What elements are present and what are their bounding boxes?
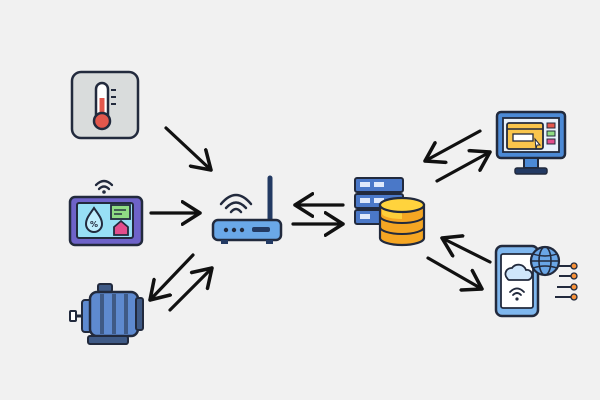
motor-icon [69, 283, 144, 345]
arrow-server-to-monitor [435, 152, 490, 183]
server-database-icon [354, 177, 426, 247]
wifi-router-icon [211, 175, 283, 244]
arrow-monitor-to-server [425, 129, 482, 161]
arrows [150, 126, 492, 312]
arrow-motor-to-router [168, 268, 212, 312]
arrow-phone-to-server [442, 238, 492, 264]
arrow-router-to-motor [150, 253, 195, 300]
svg-text:%: % [90, 220, 98, 229]
smartphone-cloud-icon [494, 244, 578, 318]
monitor-dashboard-icon [495, 110, 567, 175]
arrow-server-to-phone [426, 256, 482, 289]
thermometer-icon [70, 70, 140, 140]
arrow-thermometer-to-router [164, 126, 211, 170]
humidity-sensor-icon: % [68, 179, 144, 247]
